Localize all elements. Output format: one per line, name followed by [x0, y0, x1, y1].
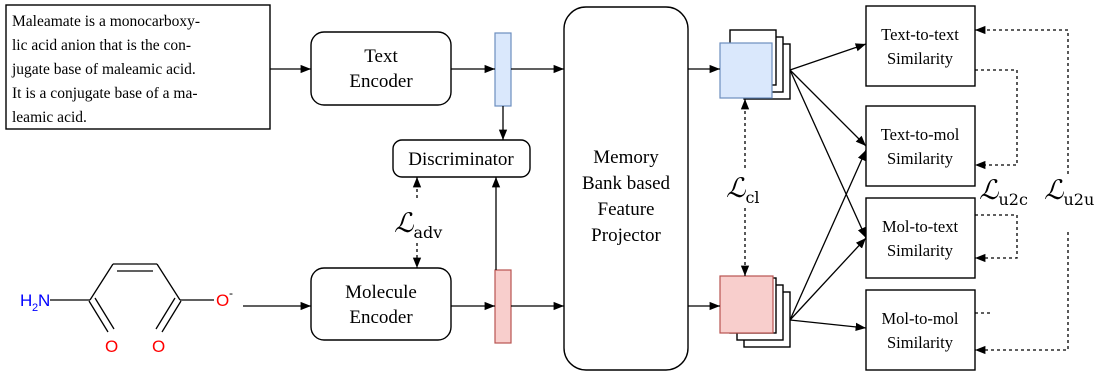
text-feature-vector	[494, 32, 512, 107]
bond	[88, 300, 109, 333]
dashed-arrow	[975, 232, 1069, 355]
molecule-encoder-box: Molecule Encoder	[310, 267, 452, 341]
input-text-line: leamic acid.	[12, 109, 87, 126]
adversarial-loss-label: ℒadv	[394, 208, 442, 242]
feature-projector-box: Memory Bank based Feature Projector	[563, 6, 689, 371]
similarity-label: Similarity	[887, 333, 954, 352]
molecule-structure: H 2 N O O O -	[20, 263, 233, 356]
charge-sign: -	[229, 286, 233, 300]
similarity-label: Similarity	[887, 49, 954, 68]
nitrogen-atom-h: H	[20, 291, 32, 310]
molecule-encoder-label: Molecule	[345, 282, 417, 303]
projector-label: Projector	[591, 225, 661, 246]
contrastive-loss-label: ℒcl	[726, 173, 760, 207]
similarity-label: Similarity	[887, 241, 954, 260]
text-encoder-box: Text Encoder	[310, 31, 452, 106]
text-to-text-similarity-box: Text-to-text Similarity	[865, 5, 976, 87]
arrow	[789, 319, 867, 332]
bond	[89, 263, 114, 301]
text-encoder-label: Encoder	[349, 71, 413, 92]
arrow	[789, 69, 867, 147]
bond	[156, 263, 181, 301]
molecule-projected-features	[719, 275, 791, 348]
similarity-label: Mol-to-mol	[882, 309, 959, 328]
discriminator-label: Discriminator	[408, 149, 514, 170]
u2c-loss-label: ℒu2c	[979, 175, 1028, 209]
input-text-line: Maleamate is a monocarboxy-	[12, 13, 200, 30]
arrow	[789, 43, 867, 71]
oxide-atom: O	[216, 291, 229, 310]
nitrogen-atom: N	[38, 291, 50, 310]
flow-arrows	[243, 43, 867, 332]
carbonyl-oxygen-atom: O	[105, 337, 118, 356]
arrow	[789, 149, 867, 321]
similarity-label: Mol-to-text	[882, 217, 958, 236]
similarity-label: Text-to-mol	[881, 125, 960, 144]
bond	[161, 300, 182, 333]
loss-connectors	[412, 25, 1069, 355]
arrow	[789, 237, 867, 321]
projector-label: Feature	[598, 199, 655, 220]
dashed-arrow	[975, 69, 1018, 170]
input-text-box: Maleamate is a monocarboxy- lic acid ani…	[5, 4, 271, 130]
bond	[94, 297, 115, 330]
similarity-label: Similarity	[887, 149, 954, 168]
similarity-label: Text-to-text	[881, 25, 959, 44]
text-to-mol-similarity-box: Text-to-mol Similarity	[865, 105, 976, 187]
mol-to-mol-similarity-box: Mol-to-mol Similarity	[865, 289, 976, 371]
arrow	[789, 69, 867, 239]
text-projected-features	[719, 29, 791, 100]
projector-label: Bank based	[582, 173, 671, 194]
u2u-loss-label: ℒu2u	[1044, 175, 1094, 209]
nitrogen-atom-subscript: 2	[32, 302, 38, 314]
discriminator-box: Discriminator	[392, 139, 531, 178]
molecule-encoder-label: Encoder	[349, 307, 413, 328]
dashed-arrow	[975, 25, 1069, 175]
molecule-feature-vector	[494, 269, 512, 344]
input-text-line: jugate base of maleamic acid.	[11, 61, 196, 78]
text-encoder-label: Text	[364, 46, 398, 67]
dashed-arrow	[975, 214, 1018, 263]
mol-to-text-similarity-box: Mol-to-text Similarity	[865, 197, 976, 279]
input-text-line: lic acid anion that is the con-	[12, 37, 191, 54]
bond	[155, 297, 176, 330]
projector-label: Memory	[593, 147, 659, 168]
carboxylate-oxygen-atom: O	[152, 337, 165, 356]
input-text-line: It is a conjugate base of a ma-	[12, 85, 198, 102]
